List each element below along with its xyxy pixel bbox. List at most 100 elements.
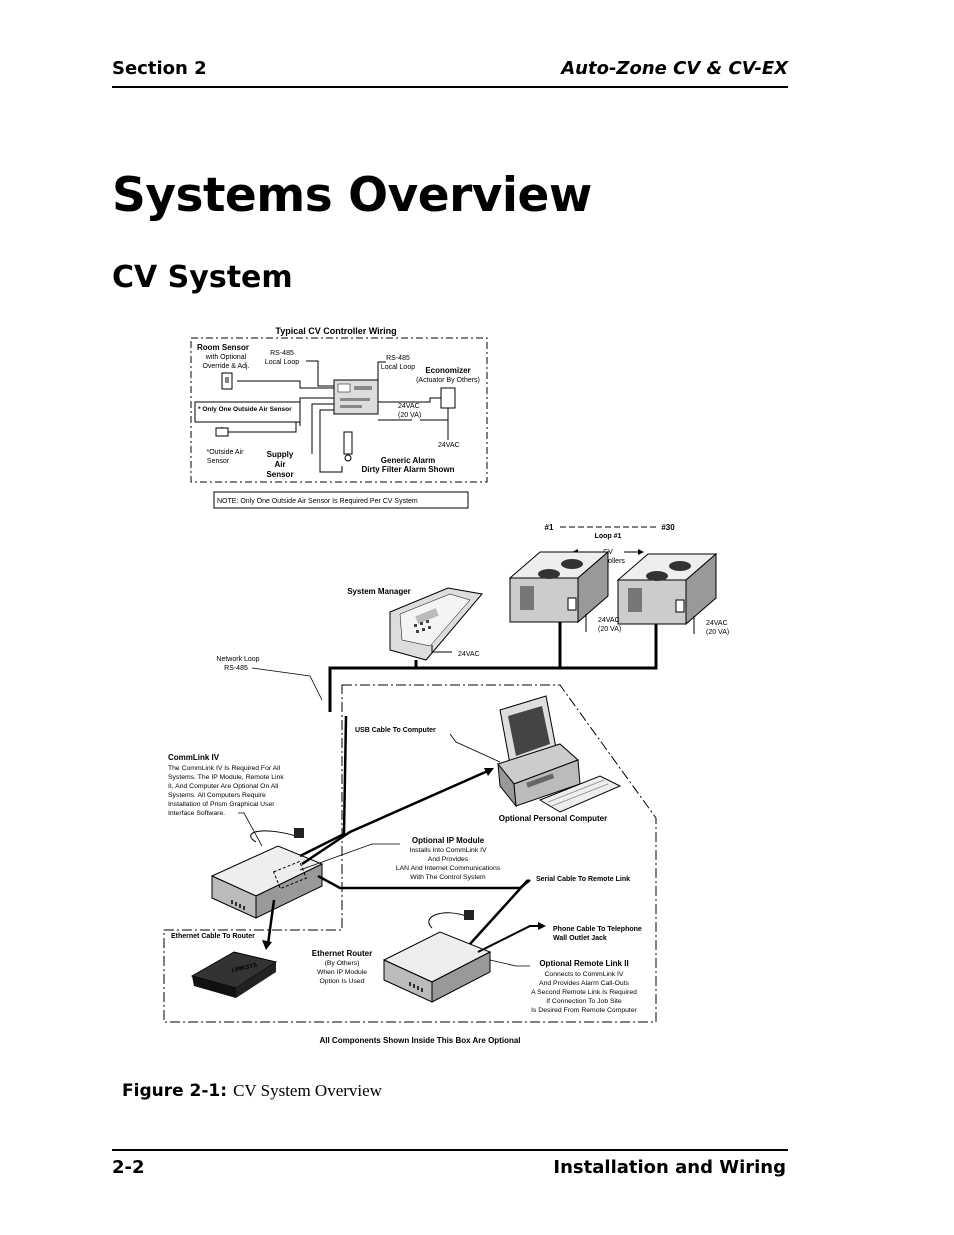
section-title: CV System [112,260,293,295]
ip-module-line-3: LAN And Internet Communications [396,865,501,872]
commlink-line-2: Systems. The IP Module, Remote Link [168,774,284,781]
remote-link-power-cord [428,912,467,929]
vac-24-a: 24VAC [398,403,420,410]
wire [237,380,334,389]
rtu-panel-icon [520,586,534,610]
network-loop-cable [328,622,562,712]
fan-icon-2 [561,559,583,569]
supply-3: Sensor [266,470,293,479]
fan-icon-3 [646,571,668,581]
page-header: Section 2 Auto-Zone CV & CV-EX [112,58,788,88]
power-adapter-icon-2 [464,910,474,920]
commlink-line-5: Installation of Prism Graphical User [168,801,275,808]
ip-module-title: Optional IP Module [412,836,485,845]
leader-line [251,667,323,701]
alarm-contact-icon [344,454,352,462]
personal-computer [497,695,622,813]
page-footer: 2-2 Installation and Wiring [112,1149,788,1181]
serial-cable-label: Serial Cable To Remote Link [536,876,630,883]
fan-icon [538,569,560,579]
commlink-line-4: Systems. All Computers Require [168,792,266,799]
wiring-title: Typical CV Controller Wiring [275,326,396,336]
ethernet-cable [266,899,276,945]
phone-cable-2: Wall Outlet Jack [553,935,607,942]
room-sensor-label: Room Sensor [197,343,249,352]
leader-remote-link [489,959,530,967]
optional-box-outline [163,684,657,1023]
arrow-right-icon [638,549,644,555]
optional-box-note: All Components Shown Inside This Box Are… [319,1036,520,1045]
power-adapter-icon [294,828,304,838]
board-chip-icon [337,383,351,393]
leader-usb [449,733,501,763]
remote-link-device [382,931,492,1003]
remote-link-line-5: Is Desired From Remote Computer [531,1007,637,1014]
remote-link-line-4: If Connection To Job Site [546,998,622,1005]
generic-alarm-1: Generic Alarm [381,456,435,465]
rooftop-unit-30 [616,552,718,626]
oa-sensor-2: Sensor [207,458,230,465]
page-title: Systems Overview [112,168,592,223]
wiring-note: NOTE: Only One Outside Air Sensor Is Req… [217,498,418,505]
figure-label: Figure 2-1: [122,1081,228,1101]
usb-cable-label: USB Cable To Computer [355,727,436,734]
rtu1-vac: 24VAC [598,617,620,624]
remote-link-line-2: And Provides Alarm Call-Outs [539,980,630,987]
wire [306,360,334,387]
system-network: #1 #30 Loop #1 CV Controllers [216,523,729,712]
board-terminal-icon-2 [340,398,370,401]
generic-alarm-2: Dirty Filter Alarm Shown [361,465,454,474]
unit-1-label: #1 [545,523,554,532]
rtu-panel-icon-2 [628,588,642,612]
power-leads [585,614,695,634]
phone-cable-1: Phone Cable To Telephone [553,926,642,933]
commlink-power-cord [250,830,297,843]
ethernet-router-device: LINKSYS [190,951,278,998]
ip-module-line-4: With The Control System [410,874,486,881]
remote-link-title: Optional Remote Link II [539,959,628,968]
actuator-icon [440,387,456,409]
commlink-title: CommLink IV [168,753,220,762]
leader-ip-module [299,843,400,871]
supply-2: Air [274,460,285,469]
room-sensor-sub1: with Optional [205,354,247,361]
outside-air-sensor-icon [215,427,229,437]
optional-components: Optional Personal Computer USB Cable To … [163,684,657,1045]
router-line-2: When IP Module [317,969,367,976]
loop-label: Loop #1 [595,533,622,540]
router-brand: LINKSYS [231,963,258,974]
supply-1: Supply [267,450,294,459]
figure-text: CV System Overview [233,1081,382,1100]
usb-cable [301,768,491,866]
rooftop-unit-1 [508,550,610,624]
commlink-line-3: II, And Computer Are Optional On All [168,783,279,790]
header-section: Section 2 [112,58,207,79]
rtu1-va: (20 VA) [598,626,621,633]
room-sensor-dial-icon [225,377,229,383]
router-line-1: (By Others) [325,960,360,967]
sm-power-lead [431,645,452,653]
header-product: Auto-Zone CV & CV-EX [561,58,788,79]
ip-module-line-2: And Provides [428,856,469,863]
system-manager-label: System Manager [347,587,411,596]
usb-arrow-icon [484,768,494,776]
ethernet-cable-label: Ethernet Cable To Router [171,933,255,940]
controller-box-icon [567,597,577,611]
wire [311,403,334,454]
wire [299,397,334,426]
rtu2-va: (20 VA) [706,629,729,636]
vac-24-b: 24VAC [438,442,460,449]
router-line-3: Option Is Used [320,978,365,985]
rs485-right-1: RS-485 [386,355,410,362]
note-box [213,491,469,509]
remote-link-line-3: A Second Remote Link Is Required [531,989,637,996]
oa-sensor-1: *Outside Air [207,449,245,456]
oa-sensor-note-box [194,401,301,423]
commlink-line-6: Interface Software. [168,810,225,817]
oa-sensor-note: * Only One Outside Air Sensor [198,406,292,413]
system-manager-device [389,587,483,661]
ethernet-arrow-icon [262,940,272,950]
serial-cable-2 [469,879,529,945]
filter-alarm-switch-icon [343,431,353,455]
